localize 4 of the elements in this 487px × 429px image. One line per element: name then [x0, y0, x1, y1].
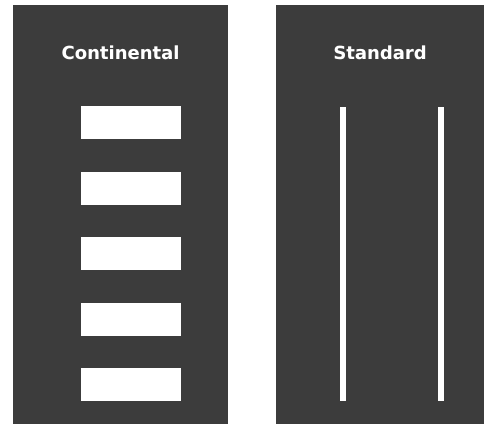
panel-title: Standard	[332, 43, 428, 64]
panel-title: Continental	[60, 43, 180, 64]
panel	[13, 5, 228, 424]
panel	[276, 5, 484, 424]
